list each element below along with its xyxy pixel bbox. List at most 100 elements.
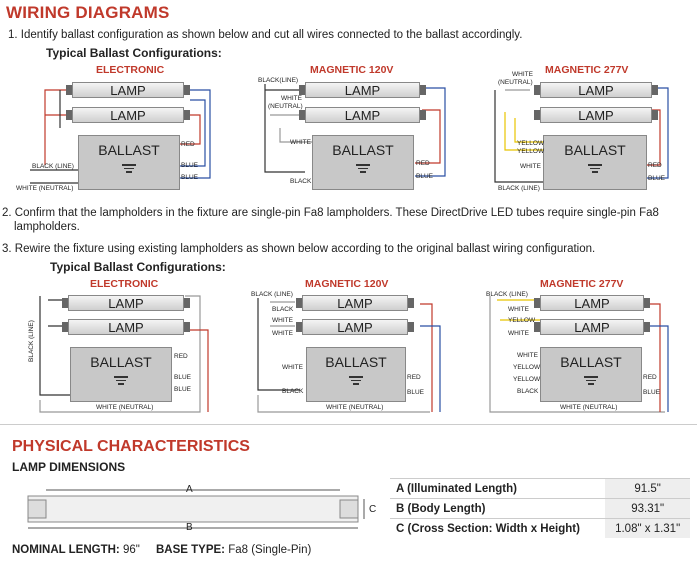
- step-2: 2. Confirm that the lampholders in the f…: [2, 207, 659, 219]
- config-title-electronic: ELECTRONIC: [96, 64, 165, 76]
- wire-label-black-line: BLACK (LINE): [498, 185, 540, 192]
- lamp-tube: LAMP: [534, 295, 650, 311]
- wire-label-black: BLACK: [282, 388, 304, 395]
- wire-label-blue: BLUE: [181, 162, 198, 169]
- physical-characteristics-title: PHYSICAL CHARACTERISTICS: [12, 438, 250, 455]
- wire-label-yellow: YELLOW: [513, 364, 541, 371]
- lamp-tube: LAMP: [66, 107, 190, 123]
- nominal-length-label: NOMINAL LENGTH:: [12, 544, 120, 556]
- wire-label-red: RED: [181, 141, 195, 148]
- wire-label-white: WHITE: [272, 317, 293, 324]
- lamp-tube: LAMP: [62, 295, 190, 311]
- ballast-box: BALLAST: [543, 135, 647, 190]
- ballast-label: BALLAST: [90, 354, 152, 370]
- ballast-label: BALLAST: [98, 142, 160, 158]
- wire-label-white-neutral: WHITE (NEUTRAL): [16, 185, 74, 192]
- wire-label-black: BLACK: [517, 388, 539, 395]
- wire-label-yellow: YELLOW: [517, 140, 545, 147]
- wire-label-white: WHITE: [282, 364, 303, 371]
- wire-label-blue: BLUE: [181, 174, 198, 181]
- step-1: 1. Identify ballast configuration as sho…: [8, 29, 523, 41]
- lamp-tube: LAMP: [62, 319, 190, 335]
- wire-label-yellow: YELLOW: [513, 376, 541, 383]
- dim-value: 1.08" x 1.31": [605, 518, 690, 538]
- lamp-tube: LAMP: [299, 107, 426, 123]
- wire-label-black-line: BLACK (LINE): [32, 163, 74, 170]
- ballast-label: BALLAST: [325, 354, 387, 370]
- wire-label-black-line: BLACK (LINE): [251, 291, 293, 298]
- wire-label-red: RED: [174, 353, 188, 360]
- ground-icon: [355, 162, 371, 175]
- ground-icon: [587, 162, 603, 175]
- lamp-tube: LAMP: [534, 82, 658, 98]
- wire-label-blue: BLUE: [416, 173, 433, 180]
- dim-value: 93.31": [605, 498, 690, 519]
- ballast-label: BALLAST: [560, 354, 622, 370]
- wire-label-red: RED: [416, 160, 430, 167]
- ballast-label: BALLAST: [564, 142, 626, 158]
- wire-label-black-line: BLACK (LINE): [28, 320, 35, 362]
- ground-icon: [348, 374, 364, 387]
- dim-label: B (Body Length): [390, 498, 606, 519]
- table-row: B (Body Length) 93.31": [390, 498, 690, 519]
- lamp-tube: LAMP: [66, 82, 190, 98]
- ballast-box: BALLAST: [78, 135, 180, 190]
- lamp-tube: LAMP: [534, 107, 658, 123]
- dimensions-table: A (Illuminated Length) 91.5" B (Body Len…: [390, 478, 690, 538]
- lamp-tube: LAMP: [299, 82, 426, 98]
- wire-label-neutral: (NEUTRAL): [268, 103, 303, 110]
- ballast-box: BALLAST: [70, 347, 172, 402]
- wire-label-blue: BLUE: [407, 389, 424, 396]
- wire-label-blue: BLUE: [174, 386, 191, 393]
- wire-label-white: WHITE: [512, 71, 533, 78]
- ballast-box: BALLAST: [306, 347, 406, 402]
- config-title-magnetic-120v: MAGNETIC 120V: [305, 278, 389, 290]
- ground-icon: [121, 162, 137, 175]
- config-title-magnetic-277v: MAGNETIC 277V: [540, 278, 624, 290]
- wire-label-white: WHITE: [508, 330, 529, 337]
- dim-value: 91.5": [605, 478, 690, 499]
- ballast-box: BALLAST: [540, 347, 642, 402]
- subheading-2: Typical Ballast Configurations:: [50, 260, 226, 274]
- wire-label-yellow: YELLOW: [517, 148, 545, 155]
- dim-letter-c: C: [369, 504, 377, 515]
- table-row: C (Cross Section: Width x Height) 1.08" …: [390, 518, 690, 538]
- dim-label: C (Cross Section: Width x Height): [390, 518, 606, 538]
- config-title-electronic: ELECTRONIC: [90, 278, 159, 290]
- wire-label-black: BLACK: [272, 306, 294, 313]
- table-row: A (Illuminated Length) 91.5": [390, 478, 690, 499]
- wire-label-white-neutral: WHITE (NEUTRAL): [96, 404, 154, 411]
- base-type-label: BASE TYPE:: [156, 544, 226, 556]
- wire-label-black: BLACK: [290, 178, 312, 185]
- wire-label-white-neutral: WHITE (NEUTRAL): [326, 404, 384, 411]
- lamp-dimensions-heading: LAMP DIMENSIONS: [12, 460, 126, 474]
- wire-label-blue: BLUE: [643, 389, 660, 396]
- ground-icon: [583, 374, 599, 387]
- wire-label-white: WHITE: [517, 352, 538, 359]
- wire-label-blue: BLUE: [174, 374, 191, 381]
- lamp-tube: LAMP: [534, 319, 650, 335]
- wire-label-yellow: YELLOW: [508, 317, 536, 324]
- nominal-length: NOMINAL LENGTH: 96": [12, 544, 140, 556]
- base-type: BASE TYPE: Fa8 (Single-Pin): [156, 544, 311, 556]
- wire-label-white: WHITE: [508, 306, 529, 313]
- ground-icon: [113, 374, 129, 387]
- base-type-value: Fa8 (Single-Pin): [228, 544, 312, 556]
- subheading-1: Typical Ballast Configurations:: [46, 46, 222, 60]
- dim-label: A (Illuminated Length): [390, 478, 606, 499]
- wire-label-white: WHITE: [290, 139, 311, 146]
- ballast-label: BALLAST: [332, 142, 394, 158]
- page-title: WIRING DIAGRAMS: [6, 3, 170, 22]
- wire-label-red: RED: [407, 374, 421, 381]
- wire-label-red: RED: [643, 374, 657, 381]
- ballast-box: BALLAST: [312, 135, 414, 190]
- divider: [0, 424, 697, 425]
- step-2-cont: lampholders.: [14, 221, 80, 233]
- wire-label-black-line: BLACK(LINE): [258, 77, 299, 84]
- wire-label-black-line: BLACK (LINE): [486, 291, 528, 298]
- step-3: 3. Rewire the fixture using existing lam…: [2, 243, 596, 255]
- nominal-length-value: 96": [122, 544, 140, 556]
- wire-label-white: WHITE: [272, 330, 293, 337]
- wire-label-neutral: (NEUTRAL): [498, 79, 533, 86]
